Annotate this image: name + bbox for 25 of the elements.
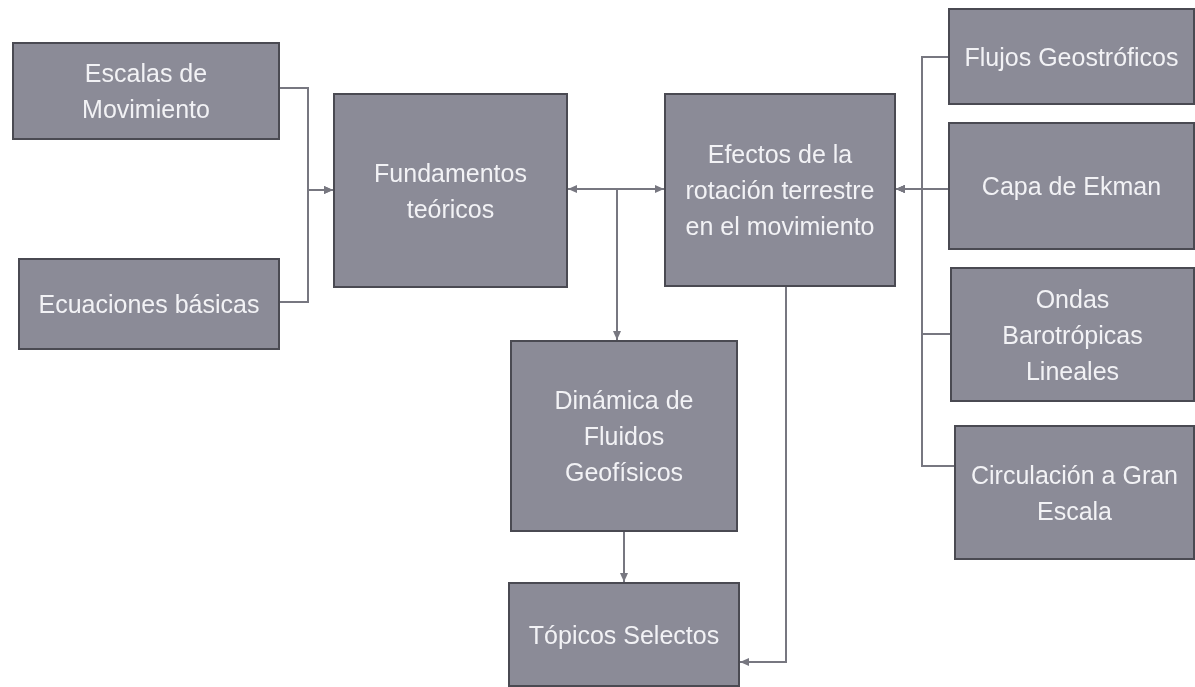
connector-arrow: [279, 186, 334, 303]
connector-arrow: [620, 531, 628, 583]
connector-arrow: [739, 286, 787, 666]
topic-label: Tópicos Selectos: [528, 619, 720, 651]
topic-box: [12, 42, 280, 140]
topic-label: Capa de Ekman: [981, 171, 1162, 202]
topic-label: Escalas de Movimiento: [81, 58, 211, 125]
topic-label: Ondas Barotrópicas Lineales: [1001, 283, 1144, 387]
topic-box: [950, 267, 1195, 402]
topic-box: [333, 93, 568, 288]
topic-box: [18, 258, 280, 350]
topic-box: [508, 582, 740, 687]
topic-box: [948, 122, 1195, 250]
topic-box: [664, 93, 896, 287]
connector-arrow: [567, 188, 621, 341]
topic-box: [948, 8, 1195, 105]
topic-box: [954, 425, 1195, 560]
connector-arrow: [895, 185, 955, 467]
topic-label: Flujos Geostróficos: [964, 41, 1179, 73]
topic-label: Circulación a Gran Escala: [970, 459, 1179, 527]
topic-label: Ecuaciones básicas: [38, 289, 260, 320]
topic-label: Efectos de la rotación terrestre en el movimiento: [684, 139, 876, 242]
topic-label: Fundamentos teóricos: [373, 157, 528, 225]
topic-label: Dinámica de Fluidos Geofísicos: [553, 385, 695, 488]
topic-box: [510, 340, 738, 532]
